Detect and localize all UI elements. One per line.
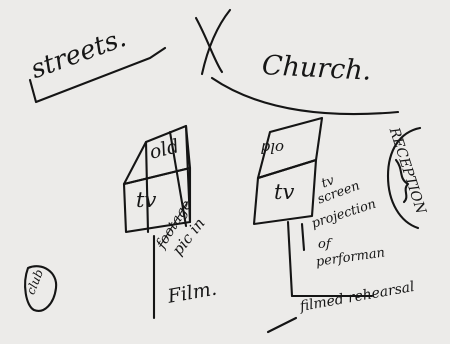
right-box-divider — [256, 158, 318, 180]
rehearsal-underline — [266, 316, 298, 334]
right-old-label: old — [260, 139, 284, 157]
left-box-inner — [168, 130, 188, 228]
divider-curve — [194, 16, 224, 74]
right-stand-bracket — [300, 222, 306, 252]
church-label: Church. — [261, 50, 373, 87]
club-blob — [24, 265, 58, 312]
reception-scribble — [394, 158, 410, 204]
reception-circle — [386, 126, 422, 230]
streets-baseline — [28, 46, 167, 104]
right-stand-pole — [286, 220, 294, 298]
screen-label-line4: of — [318, 237, 331, 252]
left-box-back — [144, 140, 150, 234]
left-box-side — [184, 124, 192, 224]
right-tv-label: tv — [274, 180, 295, 204]
church-arc — [210, 76, 400, 116]
divider-curve-left-arm — [200, 8, 232, 76]
left-tv-label: tv — [136, 188, 157, 212]
